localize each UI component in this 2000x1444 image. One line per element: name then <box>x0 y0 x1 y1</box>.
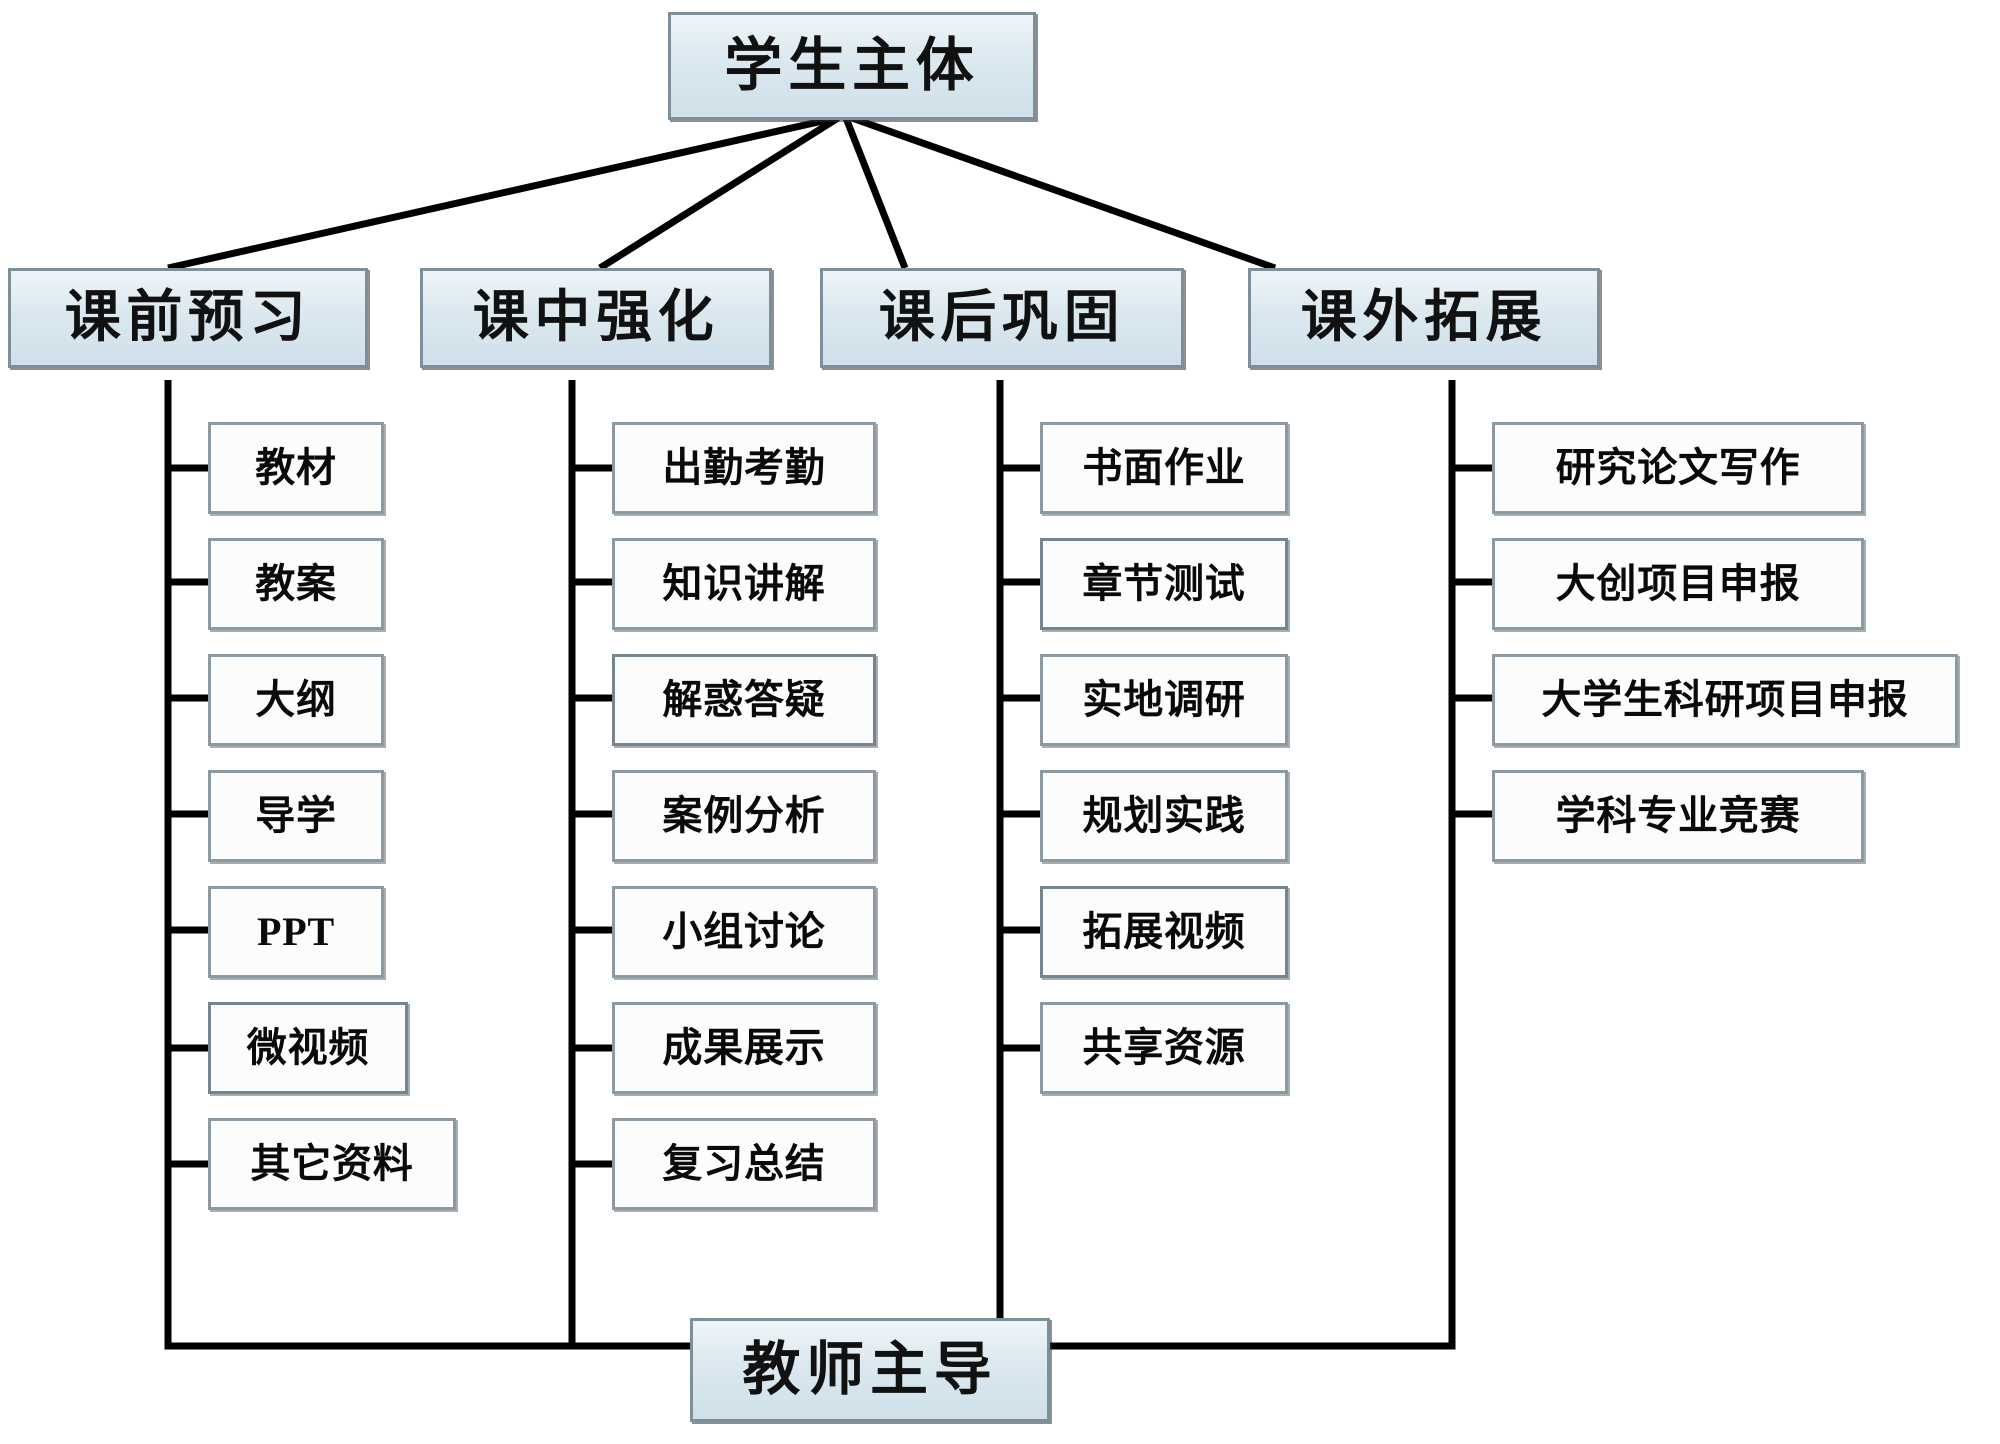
leaf-c1-4-label: 导学 <box>255 793 337 838</box>
leaf-c3-2-label: 章节测试 <box>1082 561 1246 606</box>
leaf-c2-2[interactable]: 知识讲解 <box>612 538 876 630</box>
leaf-c2-3[interactable]: 解惑答疑 <box>612 654 876 746</box>
leaf-c3-6[interactable]: 共享资源 <box>1040 1002 1288 1094</box>
category-header-3[interactable]: 课后巩固 <box>820 268 1184 368</box>
leaf-c2-7-label: 复习总结 <box>662 1141 826 1186</box>
leaf-c3-3[interactable]: 实地调研 <box>1040 654 1288 746</box>
root-node-student-subject[interactable]: 学生主体 <box>668 12 1036 120</box>
leaf-c2-5[interactable]: 小组讨论 <box>612 886 876 978</box>
leaf-c1-3[interactable]: 大纲 <box>208 654 384 746</box>
leaf-c1-6[interactable]: 微视频 <box>208 1002 408 1094</box>
leaf-c1-4[interactable]: 导学 <box>208 770 384 862</box>
leaf-c2-4[interactable]: 案例分析 <box>612 770 876 862</box>
leaf-c4-3[interactable]: 大学生科研项目申报 <box>1492 654 1958 746</box>
leaf-c2-1-label: 出勤考勤 <box>662 445 826 490</box>
leaf-c3-1-label: 书面作业 <box>1082 445 1246 490</box>
category-header-1[interactable]: 课前预习 <box>8 268 368 368</box>
leaf-c1-5-label: PPT <box>257 909 335 954</box>
leaf-c1-7[interactable]: 其它资料 <box>208 1118 456 1210</box>
leaf-c4-2-label: 大创项目申报 <box>1555 561 1801 606</box>
leaf-c1-5[interactable]: PPT <box>208 886 384 978</box>
leaf-c4-4[interactable]: 学科专业竞赛 <box>1492 770 1864 862</box>
leaf-c2-1[interactable]: 出勤考勤 <box>612 422 876 514</box>
leaf-c3-6-label: 共享资源 <box>1082 1025 1246 1070</box>
leaf-c4-1[interactable]: 研究论文写作 <box>1492 422 1864 514</box>
category-header-4-label: 课外拓展 <box>1300 287 1548 349</box>
leaf-c1-6-label: 微视频 <box>246 1025 370 1070</box>
leaf-c1-3-label: 大纲 <box>255 677 337 722</box>
leaf-c2-5-label: 小组讨论 <box>662 909 826 954</box>
leaf-c2-2-label: 知识讲解 <box>662 561 826 606</box>
leaf-c1-1[interactable]: 教材 <box>208 422 384 514</box>
leaf-c2-3-label: 解惑答疑 <box>662 677 826 722</box>
leaf-c4-3-label: 大学生科研项目申报 <box>1541 677 1909 722</box>
category-header-2[interactable]: 课中强化 <box>420 268 772 368</box>
leaf-c1-1-label: 教材 <box>255 445 337 490</box>
leaf-c4-1-label: 研究论文写作 <box>1555 445 1801 490</box>
leaf-c3-4[interactable]: 规划实践 <box>1040 770 1288 862</box>
leaf-c1-7-label: 其它资料 <box>250 1141 414 1186</box>
footer-node-teacher-led[interactable]: 教师主导 <box>690 1318 1050 1422</box>
category-header-2-label: 课中强化 <box>472 287 720 349</box>
leaf-c3-4-label: 规划实践 <box>1082 793 1246 838</box>
leaf-c3-3-label: 实地调研 <box>1082 677 1246 722</box>
leaf-c4-4-label: 学科专业竞赛 <box>1555 793 1801 838</box>
leaf-c2-6[interactable]: 成果展示 <box>612 1002 876 1094</box>
leaf-c1-2[interactable]: 教案 <box>208 538 384 630</box>
leaf-c3-5[interactable]: 拓展视频 <box>1040 886 1288 978</box>
leaf-c2-7[interactable]: 复习总结 <box>612 1118 876 1210</box>
category-header-1-label: 课前预习 <box>64 287 312 349</box>
category-header-4[interactable]: 课外拓展 <box>1248 268 1600 368</box>
leaf-c4-2[interactable]: 大创项目申报 <box>1492 538 1864 630</box>
root-node-label: 学生主体 <box>724 33 980 98</box>
leaf-c3-2[interactable]: 章节测试 <box>1040 538 1288 630</box>
leaf-c2-6-label: 成果展示 <box>662 1025 826 1070</box>
footer-node-label: 教师主导 <box>742 1337 998 1402</box>
leaf-c3-5-label: 拓展视频 <box>1082 909 1246 954</box>
leaf-c3-1[interactable]: 书面作业 <box>1040 422 1288 514</box>
leaf-c2-4-label: 案例分析 <box>662 793 826 838</box>
leaf-c1-2-label: 教案 <box>255 561 337 606</box>
category-header-3-label: 课后巩固 <box>878 287 1126 349</box>
